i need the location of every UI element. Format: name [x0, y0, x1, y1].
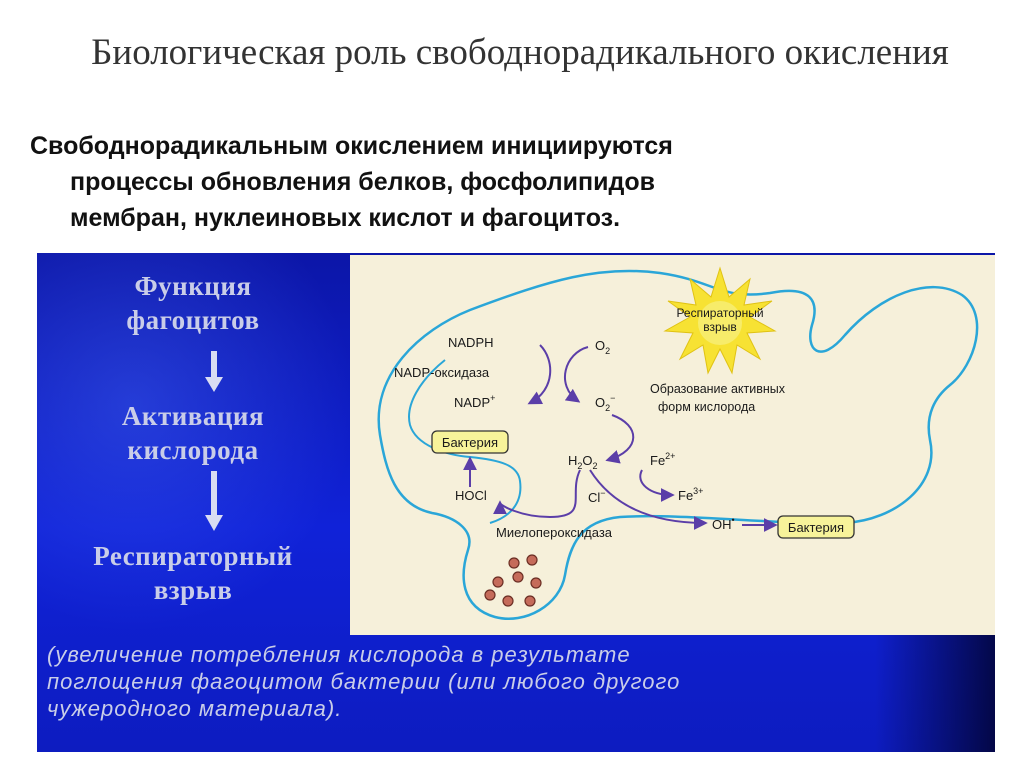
cell-membrane [377, 269, 979, 620]
explanation-line-3: чужеродного материала). [47, 696, 343, 721]
explanation-line-1: (увеличение потребления кислорода в резу… [47, 642, 631, 667]
sun-label-line-1: Респираторный [676, 306, 763, 320]
fe-arrow [639, 469, 675, 502]
heading-line-2: фагоцитов [126, 305, 260, 335]
diagram-canvas: Респираторный взрыв NADPH NADP-оксидаза … [377, 266, 979, 620]
h2o2-label: H2O2 [568, 453, 598, 471]
fe3-label: Fe3+ [678, 486, 703, 503]
nadph-arrow [527, 344, 552, 405]
slide-title: Биологическая роль свободнорадикального … [91, 32, 949, 73]
heading-line-1: Функция [134, 271, 252, 301]
down-arrow-icon [205, 351, 223, 392]
ros-label-line-2: форм кислорода [658, 400, 755, 414]
superoxide-label: O2− [595, 393, 615, 413]
hocl-label: HOCl [455, 488, 487, 503]
superoxide-arrow [605, 414, 635, 464]
h2o2-to-hocl-arrow [493, 469, 581, 519]
explanation-text: (увеличение потребления кислорода в резу… [47, 641, 987, 722]
nadp-plus-label: NADP+ [454, 393, 495, 410]
bacteria-label-right: Бактерия [788, 520, 844, 535]
ros-label-line-1: Образование активных [650, 382, 786, 396]
heading-phagocyte-function: Функция фагоцитов [37, 269, 349, 337]
granules [484, 554, 542, 607]
body-line-2: процессы обновления белков, фосфолипидов [70, 168, 656, 196]
chloride-label: Cl− [588, 488, 606, 505]
o2-label: O2 [595, 338, 610, 356]
explanation-line-2: поглощения фагоцитом бактерии (или любог… [47, 669, 681, 694]
myeloperoxidase-label: Миелопероксидаза [496, 525, 613, 540]
phagocyte-function-column: Функция фагоцитов Активация кислорода Ре… [37, 253, 349, 633]
bacteria-box-left [431, 430, 509, 454]
h2o2-to-oh-arrow [589, 469, 708, 530]
sun-label-line-2: взрыв [703, 320, 736, 334]
o2-arrow [563, 346, 589, 403]
heading-line-2: кислорода [127, 435, 259, 465]
nadp-oxidase-label: NADP-оксидаза [394, 365, 490, 380]
body-line-3: мембран, нуклеиновых кислот и фагоцитоз. [70, 204, 621, 232]
sun-icon [663, 266, 777, 375]
heading-respiratory-burst: Респираторный взрыв [37, 539, 349, 607]
down-arrow-icon [205, 471, 223, 531]
heading-line-1: Респираторный [93, 541, 293, 571]
dark-gradient-edge [875, 633, 995, 752]
respiratory-burst-diagram: Респираторный взрыв NADPH NADP-оксидаза … [350, 255, 995, 635]
body-line-1: Свободнорадикальным окислением инициирую… [30, 132, 673, 160]
hydroxyl-label: OH• [712, 515, 735, 532]
bacteria-box-right [777, 515, 855, 539]
nadph-label: NADPH [448, 335, 494, 350]
slide-body-text: Свободнорадикальным окислением инициирую… [30, 128, 990, 236]
heading-line-2: взрыв [153, 575, 233, 605]
heading-line-1: Активация [121, 401, 265, 431]
heading-oxygen-activation: Активация кислорода [37, 399, 349, 467]
fe2-label: Fe2+ [650, 451, 675, 468]
bacteria-label-left: Бактерия [442, 435, 498, 450]
